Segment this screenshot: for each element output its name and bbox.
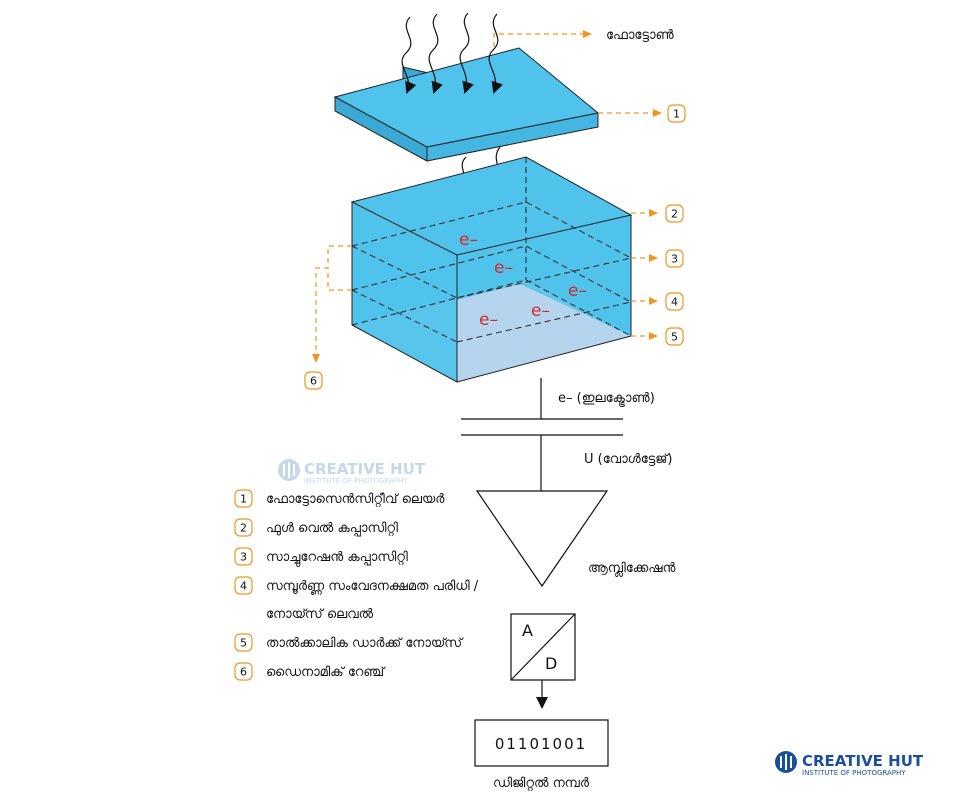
digital-output-box (474, 719, 609, 767)
amplification-label: ആമ്പ്ലിക്കേഷൻ (588, 561, 676, 578)
legend: 1 ഫോട്ടോസെൻസിറ്റീവ് ലെയർ 2 ഫുൾ വെൽ കപ്പാ… (234, 489, 479, 681)
legend-item-2: 2 ഫുൾ വെൽ കപ്പാസിറ്റി (234, 518, 398, 537)
electron-symbol: e– (531, 301, 550, 321)
voltage-label: U (വോൾട്ടേജ്) (584, 452, 672, 467)
svg-text:2: 2 (240, 522, 247, 535)
readout-circuit (461, 378, 623, 767)
svg-text:സാച്ചുറേഷൻ കപ്പാസിറ്റി: സാച്ചുറേഷൻ കപ്പാസിറ്റി (266, 550, 408, 567)
legend-item-4: 4 സമ്പൂർണ്ണ സംവേദനക്ഷമത പരിധി / നോയ്സ് ല… (234, 576, 479, 622)
callout-badge-2: 2 (665, 204, 684, 223)
callout-badges: 1 2 3 4 5 6 (304, 104, 686, 390)
electron-label: e– (ഇലക്ട്രോൺ) (558, 391, 655, 408)
photon-arrow (401, 16, 417, 94)
svg-text:ഫോട്ടോസെൻസിറ്റീവ് ലെയർ: ഫോട്ടോസെൻസിറ്റീവ് ലെയർ (266, 492, 445, 507)
svg-text:1: 1 (240, 493, 247, 506)
electron-symbol: e– (568, 281, 587, 301)
brand-name: CREATIVE HUT (802, 752, 924, 770)
svg-text:4: 4 (671, 296, 678, 309)
svg-text:സമ്പൂർണ്ണ സംവേദനക്ഷമത പരിധി /: സമ്പൂർണ്ണ സംവേദനക്ഷമത പരിധി / (266, 579, 479, 596)
legend-item-1: 1 ഫോട്ടോസെൻസിറ്റീവ് ലെയർ (234, 489, 445, 508)
callout-badge-4: 4 (665, 292, 684, 311)
svg-text:6: 6 (240, 666, 247, 679)
digital-value: 01101001 (495, 735, 587, 753)
pixel-well-box: e– e– e– e– e– (350, 156, 633, 383)
callout-arrows (312, 30, 662, 363)
electron-symbol: e– (494, 258, 513, 278)
svg-text:6: 6 (310, 375, 317, 388)
legend-item-6: 6 ഡൈനാമിക് റേഞ്ച് (234, 662, 386, 681)
brand-tagline: INSTITUTE OF PHOTOGRAPHY (802, 769, 906, 777)
photon-arrow (428, 13, 443, 94)
svg-text:5: 5 (671, 331, 678, 344)
svg-text:3: 3 (240, 551, 247, 564)
legend-item-3: 3 സാച്ചുറേഷൻ കപ്പാസിറ്റി (234, 547, 408, 567)
svg-text:ഫുൾ വെൽ കപ്പാസിറ്റി: ഫുൾ വെൽ കപ്പാസിറ്റി (266, 521, 398, 536)
watermark-logo-icon (278, 459, 300, 481)
svg-text:ഡൈനാമിക് റേഞ്ച്: ഡൈനാമിക് റേഞ്ച് (266, 665, 386, 680)
svg-text:താൽക്കാലിക ഡാർക്ക് നോയ്സ്: താൽക്കാലിക ഡാർക്ക് നോയ്സ് (266, 636, 464, 651)
photon-arrow (488, 13, 503, 94)
watermark-name: CREATIVE HUT (304, 460, 426, 478)
legend-item-5: 5 താൽക്കാലിക ഡാർക്ക് നോയ്സ് (234, 633, 464, 652)
photon-arrow (459, 12, 474, 94)
svg-text:5: 5 (240, 637, 247, 650)
svg-text:1: 1 (673, 108, 680, 121)
adc-a-label: A (522, 621, 533, 640)
callout-badge-6: 6 (304, 371, 323, 390)
photon-label: ഫോട്ടോൺ (606, 28, 675, 43)
electron-symbol: e– (479, 310, 498, 330)
callout-badge-5: 5 (665, 327, 684, 346)
svg-text:3: 3 (671, 253, 678, 266)
watermark: CREATIVE HUT INSTITUTE OF PHOTOGRAPHY (278, 459, 426, 485)
adc-d-label: D (545, 654, 557, 673)
digital-number-label: ഡിജിറ്റൽ നമ്പർ (493, 776, 590, 791)
svg-text:4: 4 (240, 580, 247, 593)
callout-badge-3: 3 (665, 249, 684, 268)
svg-text:നോയ്സ് ലെവൽ: നോയ്സ് ലെവൽ (266, 607, 374, 622)
svg-text:2: 2 (671, 208, 678, 221)
photosensitive-layer-plate (333, 47, 600, 162)
amplifier-triangle (475, 490, 609, 588)
brand-logo: CREATIVE HUT INSTITUTE OF PHOTOGRAPHY (775, 751, 924, 777)
electron-symbol: e– (459, 230, 478, 250)
callout-bracket-6 (312, 245, 352, 363)
photon-callout-arrow (493, 30, 592, 47)
watermark-tagline: INSTITUTE OF PHOTOGRAPHY (304, 477, 408, 485)
callout-badge-1: 1 (667, 104, 686, 123)
